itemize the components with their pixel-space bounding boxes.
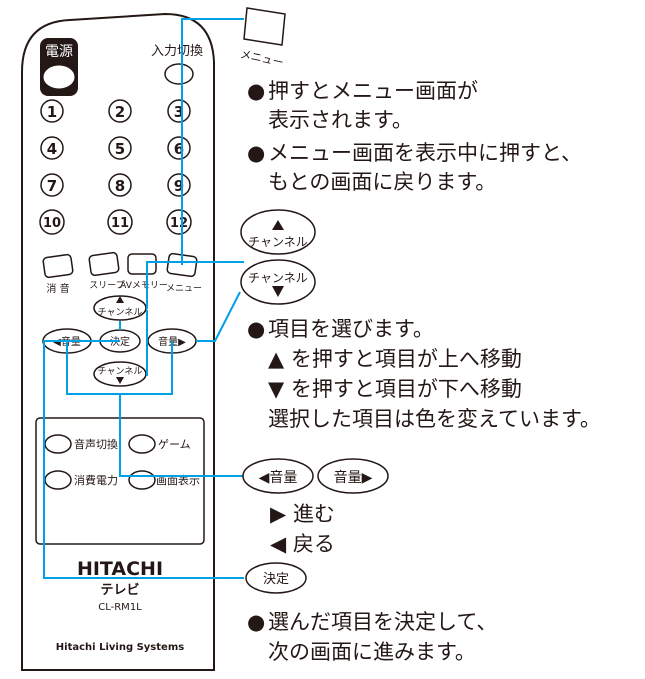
svg-text:音量▶: 音量▶ xyxy=(334,469,373,486)
number-key[interactable]: 6 xyxy=(167,136,191,160)
channel-down-button[interactable]: チャンネル xyxy=(93,361,147,387)
menu-small-label: メニュー xyxy=(166,284,202,294)
svg-text:1: 1 xyxy=(47,103,57,121)
decide-callout[interactable]: 決定 xyxy=(245,562,307,594)
number-key[interactable]: 10 xyxy=(39,209,65,235)
product-name: テレビ xyxy=(100,582,139,598)
channel-bullet: ● xyxy=(247,317,265,341)
decide-desc-line1: 選んだ項目を決定して、 xyxy=(268,610,497,634)
number-keypad: 1 2 3 4 5 6 7 8 xyxy=(39,99,192,235)
input-switch-button[interactable] xyxy=(164,63,194,85)
channel-desc-line2: ▲ を押すと項目が上へ移動 xyxy=(268,347,522,371)
sleep-button[interactable] xyxy=(88,251,120,277)
volume-left-callout[interactable]: ◀音量 xyxy=(242,458,314,494)
svg-text:2: 2 xyxy=(115,103,125,121)
channel-up-callout[interactable]: チャンネル xyxy=(240,209,316,255)
power-label: 電源 xyxy=(45,44,73,60)
menu-desc-line4: もとの画面に戻ります。 xyxy=(268,170,496,194)
svg-text:4: 4 xyxy=(47,140,57,158)
svg-text:チャンネル: チャンネル xyxy=(248,271,308,285)
volume-right-callout[interactable]: 音量▶ xyxy=(317,458,389,494)
menu-button-callout-label: メニュー xyxy=(239,48,285,70)
channel-up-button[interactable]: チャンネル xyxy=(93,295,147,321)
svg-text:3: 3 xyxy=(174,103,184,121)
volume-desc-back: ◀ 戻る xyxy=(270,532,335,556)
power-button[interactable]: 電源 xyxy=(40,38,78,96)
power-consumption-button[interactable] xyxy=(44,470,72,490)
number-key[interactable]: 3 xyxy=(167,99,191,123)
input-switch-label: 入力切換 xyxy=(151,44,203,59)
menu-desc-line1: 押すとメニュー画面が xyxy=(268,79,478,103)
mute-button[interactable] xyxy=(42,253,74,279)
menu-bullet-1: ● xyxy=(247,79,265,103)
decide-bullet: ● xyxy=(247,610,265,634)
game-button[interactable] xyxy=(128,434,156,454)
svg-text:6: 6 xyxy=(174,140,184,158)
number-key[interactable]: 12 xyxy=(166,209,192,235)
model-number: CL-RM1L xyxy=(98,602,142,613)
svg-text:チャンネル: チャンネル xyxy=(98,366,143,377)
svg-text:11: 11 xyxy=(111,216,129,231)
company-name: Hitachi Living Systems xyxy=(56,642,184,653)
volume-desc-forward: ▶ 進む xyxy=(270,502,335,526)
svg-text:決定: 決定 xyxy=(263,572,289,587)
svg-text:チャンネル: チャンネル xyxy=(248,235,308,249)
av-memory-button[interactable] xyxy=(127,253,157,275)
number-key[interactable]: 9 xyxy=(167,173,191,197)
channel-desc-line1: 項目を選びます。 xyxy=(268,317,434,341)
svg-text:10: 10 xyxy=(43,216,61,231)
svg-text:8: 8 xyxy=(115,177,125,195)
sound-switch-button[interactable] xyxy=(44,434,72,454)
power-consumption-label: 消費電力 xyxy=(74,473,118,487)
number-key[interactable]: 11 xyxy=(107,209,133,235)
channel-down-callout[interactable]: チャンネル xyxy=(240,259,316,305)
number-key[interactable]: 2 xyxy=(108,99,132,123)
svg-text:チャンネル: チャンネル xyxy=(98,307,143,318)
game-label: ゲーム xyxy=(158,438,191,451)
leader-lines xyxy=(43,18,244,579)
svg-text:◀音量: ◀音量 xyxy=(259,469,298,486)
brand-logo: HITACHI xyxy=(77,558,163,580)
number-key[interactable]: 4 xyxy=(40,136,64,160)
menu-button-callout[interactable] xyxy=(243,7,286,46)
number-key[interactable]: 1 xyxy=(40,99,64,123)
channel-desc-line3: ▼ を押すと項目が下へ移動 xyxy=(268,377,522,401)
menu-desc-line3: メニュー画面を表示中に押すと、 xyxy=(268,141,582,165)
menu-desc-line2: 表示されます。 xyxy=(268,108,413,132)
svg-text:7: 7 xyxy=(47,177,57,195)
screen-display-button[interactable] xyxy=(128,470,156,490)
sound-switch-label: 音声切換 xyxy=(74,437,118,451)
menu-bullet-2: ● xyxy=(247,141,265,165)
number-key[interactable]: 5 xyxy=(108,136,132,160)
channel-desc-line4: 選択した項目は色を変えています。 xyxy=(268,407,601,431)
number-key[interactable]: 7 xyxy=(40,173,64,197)
number-key[interactable]: 8 xyxy=(108,173,132,197)
svg-text:9: 9 xyxy=(174,177,184,195)
mute-label: 消 音 xyxy=(46,282,69,295)
sleep-label: スリープ xyxy=(89,280,124,291)
svg-text:5: 5 xyxy=(115,140,125,158)
av-memory-label: AVメモリー xyxy=(120,281,168,291)
decide-desc-line2: 次の画面に進みます。 xyxy=(268,640,476,664)
svg-text:12: 12 xyxy=(170,216,188,231)
